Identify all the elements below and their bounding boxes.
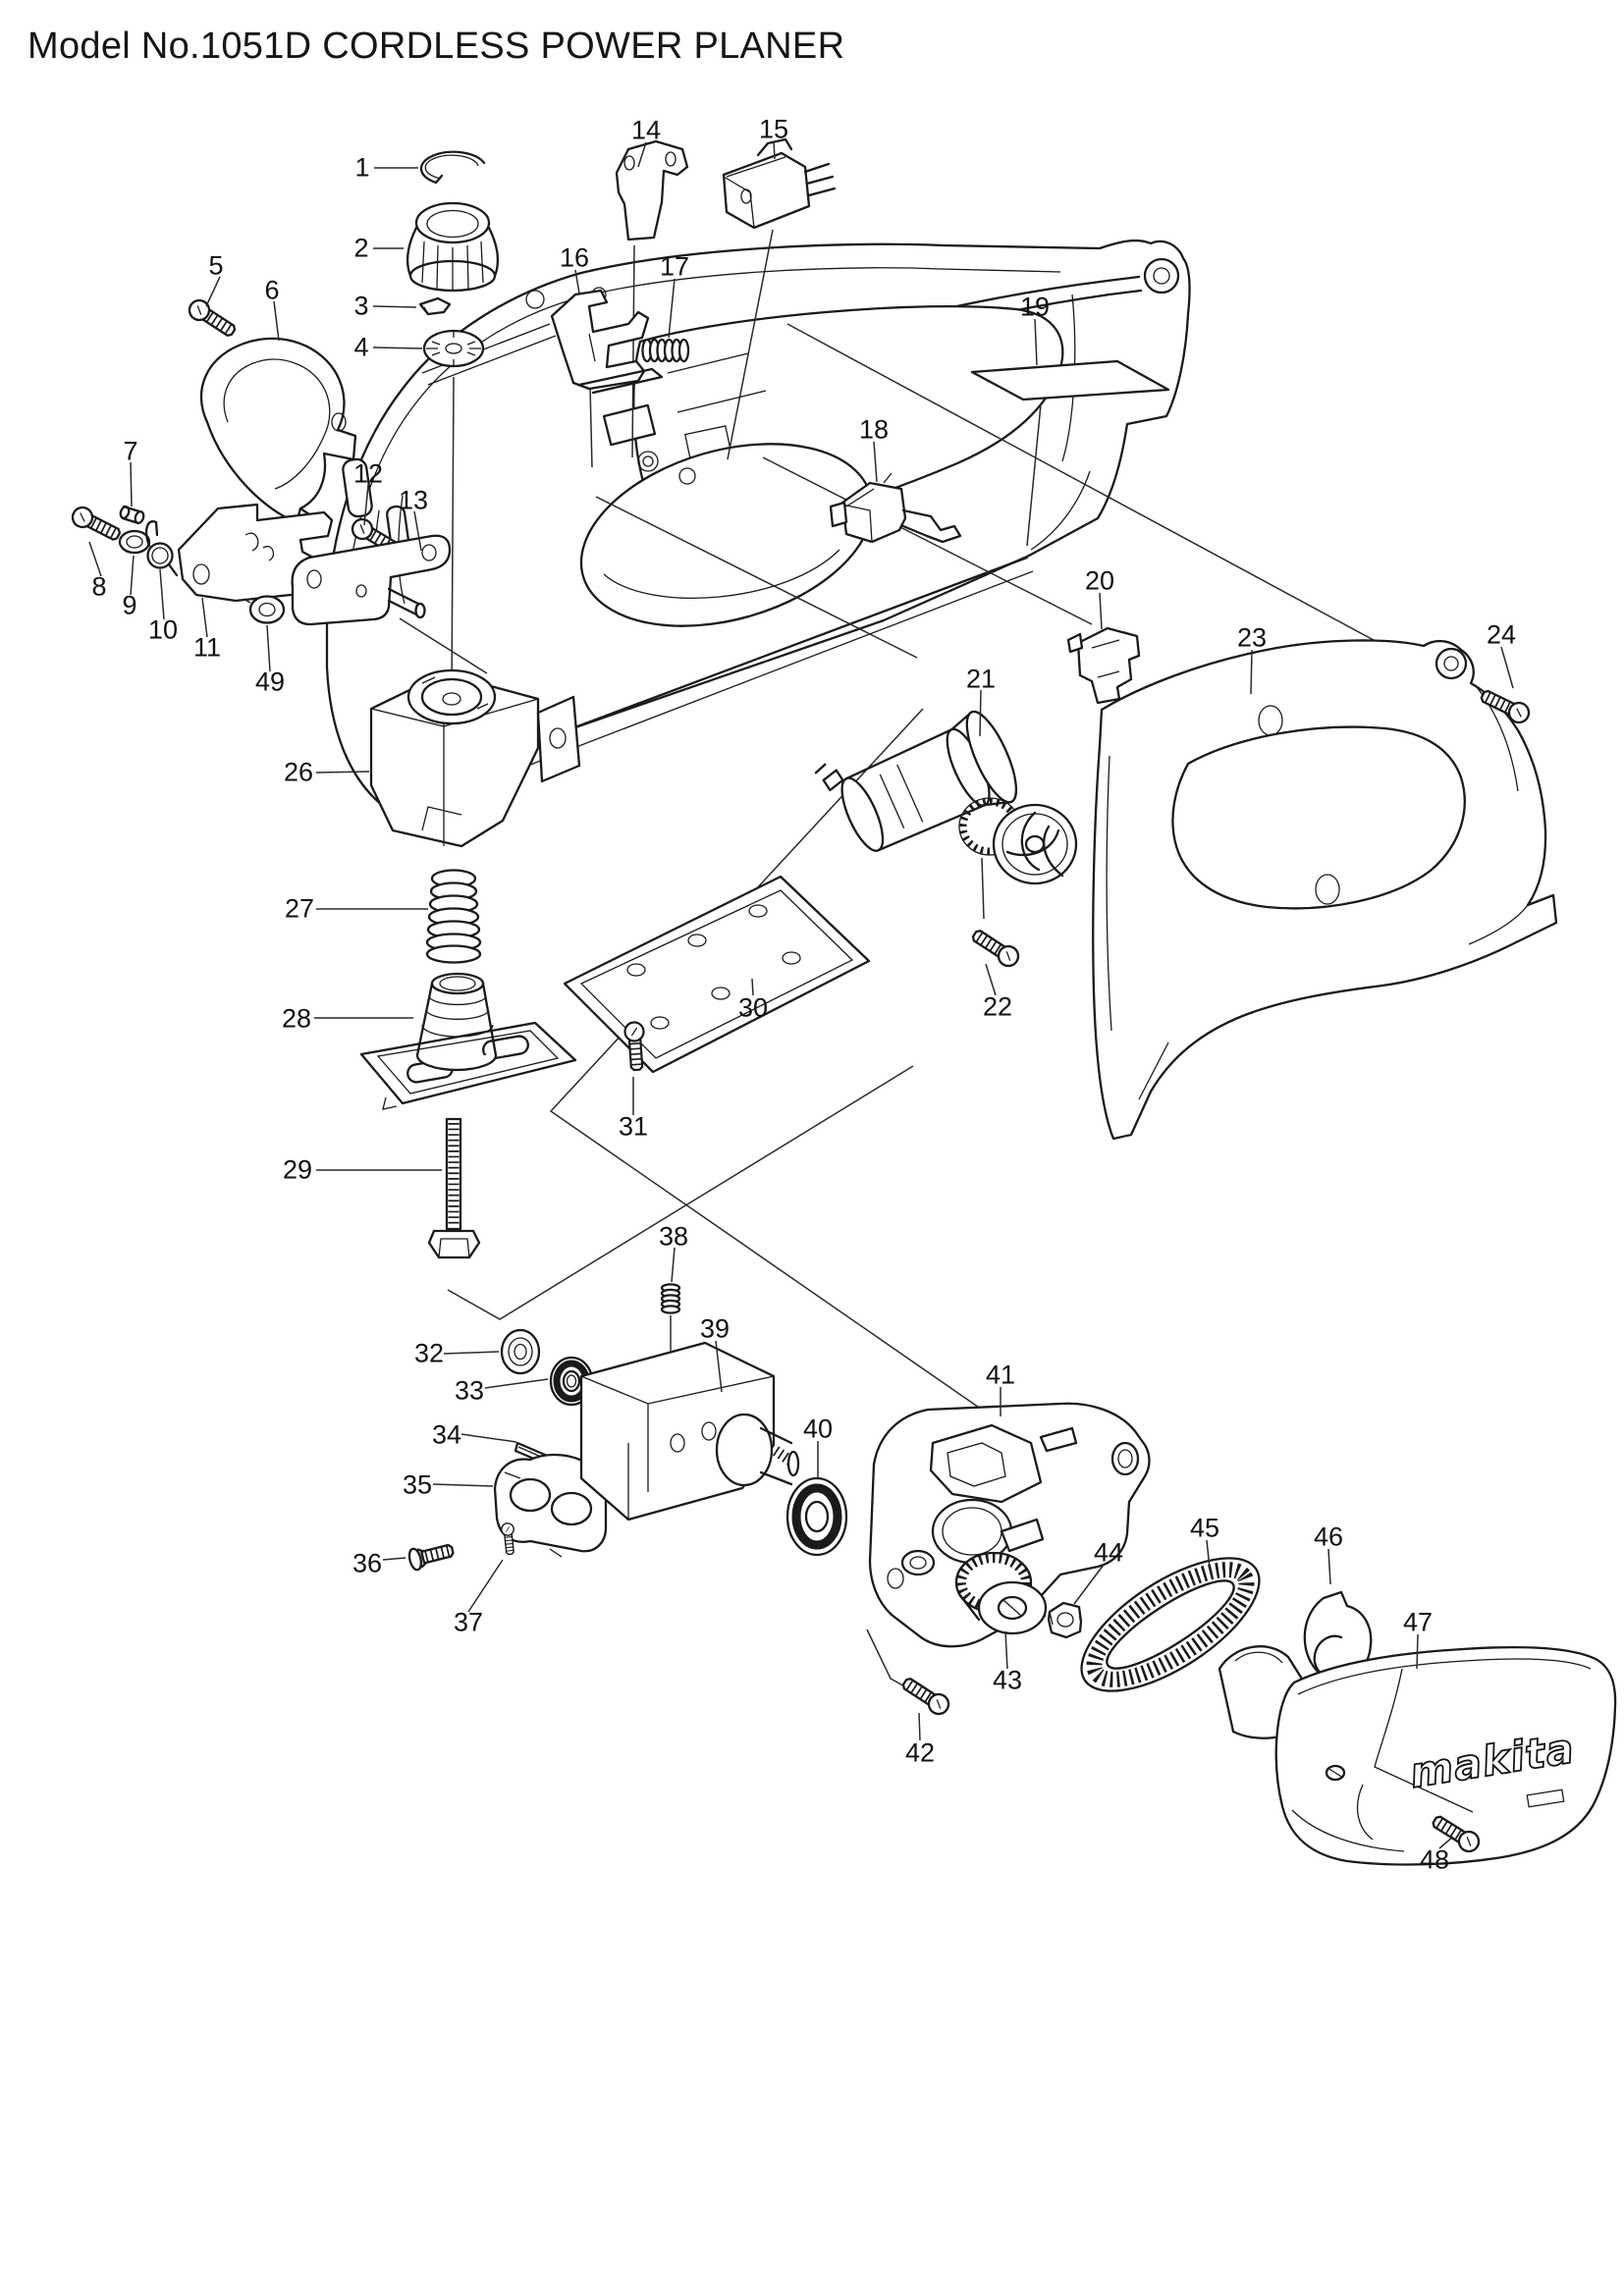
part-32-bearing bbox=[500, 1328, 541, 1375]
part-30-sole-plate bbox=[563, 875, 871, 1074]
part-number-label-27: 27 bbox=[284, 893, 315, 924]
part-number-label-39: 39 bbox=[699, 1313, 731, 1344]
part-number-label-46: 46 bbox=[1313, 1522, 1344, 1552]
part-number-label-32: 32 bbox=[413, 1338, 445, 1368]
part-number-label-43: 43 bbox=[992, 1665, 1023, 1695]
part-3-clip bbox=[418, 296, 452, 316]
part-17-spring bbox=[641, 338, 690, 363]
part-23-handle-cover bbox=[1092, 639, 1558, 1141]
part-number-label-40: 40 bbox=[802, 1414, 834, 1444]
part-number-label-45: 45 bbox=[1189, 1513, 1220, 1543]
part-40-bearing bbox=[785, 1476, 848, 1557]
part-number-label-24: 24 bbox=[1486, 619, 1517, 650]
part-number-label-31: 31 bbox=[618, 1111, 649, 1142]
part-2-knob bbox=[406, 201, 500, 293]
part-number-label-20: 20 bbox=[1084, 565, 1115, 596]
part-number-label-42: 42 bbox=[904, 1737, 936, 1768]
part-number-label-19: 19 bbox=[1019, 292, 1051, 322]
part-number-label-38: 38 bbox=[658, 1221, 689, 1252]
part-18-switch-block bbox=[829, 472, 962, 544]
part-number-label-15: 15 bbox=[758, 114, 789, 144]
part-29-bolt bbox=[427, 1117, 481, 1259]
part-number-label-36: 36 bbox=[352, 1548, 383, 1578]
part-35-clamp-plate bbox=[493, 1453, 608, 1558]
part-8-screw bbox=[70, 505, 124, 545]
part-10-torsion-spring bbox=[145, 520, 179, 577]
part-42-screw bbox=[899, 1674, 952, 1718]
part-39-cutter-drum bbox=[579, 1341, 800, 1522]
part-5-screw bbox=[186, 296, 239, 341]
part-number-label-4: 4 bbox=[353, 332, 369, 362]
part-38-spring bbox=[660, 1283, 681, 1314]
part-number-label-44: 44 bbox=[1093, 1537, 1124, 1568]
part-13-lever-plate bbox=[291, 534, 452, 626]
part-6-front-grip bbox=[199, 337, 357, 524]
part-49-grommet bbox=[248, 595, 286, 624]
part-19-name-plate bbox=[970, 359, 1170, 401]
part-36-screw bbox=[407, 1543, 455, 1572]
part-41-bearing-plate bbox=[868, 1402, 1151, 1648]
part-number-label-8: 8 bbox=[91, 571, 107, 602]
part-number-label-35: 35 bbox=[402, 1469, 433, 1500]
part-number-label-17: 17 bbox=[659, 251, 690, 282]
part-44-nut bbox=[1047, 1601, 1083, 1639]
part-22-screw bbox=[969, 926, 1022, 970]
part-number-label-11: 11 bbox=[192, 632, 222, 663]
part-number-label-21: 21 bbox=[965, 664, 997, 694]
part-number-label-26: 26 bbox=[283, 757, 314, 787]
part-27-spring bbox=[425, 869, 482, 964]
part-9-bushing bbox=[118, 529, 151, 555]
part-28-front-base bbox=[359, 972, 577, 1110]
part-number-label-29: 29 bbox=[282, 1154, 313, 1185]
part-number-label-34: 34 bbox=[431, 1419, 462, 1450]
part-number-label-18: 18 bbox=[858, 414, 890, 445]
part-number-label-5: 5 bbox=[208, 250, 224, 281]
part-number-label-30: 30 bbox=[737, 992, 769, 1023]
part-1-ring bbox=[419, 150, 486, 185]
part-26-foot bbox=[369, 668, 581, 848]
part-7-pin bbox=[119, 505, 145, 525]
part-number-label-16: 16 bbox=[559, 242, 590, 273]
part-number-label-41: 41 bbox=[985, 1360, 1016, 1390]
part-number-label-47: 47 bbox=[1402, 1607, 1434, 1637]
part-number-label-22: 22 bbox=[982, 991, 1013, 1022]
part-number-label-33: 33 bbox=[454, 1375, 485, 1406]
part-number-label-49: 49 bbox=[254, 667, 286, 697]
part-number-label-9: 9 bbox=[122, 590, 137, 620]
part-number-label-3: 3 bbox=[353, 291, 369, 321]
part-number-label-48: 48 bbox=[1419, 1844, 1450, 1875]
part-number-label-28: 28 bbox=[281, 1003, 312, 1034]
part-21-motor bbox=[814, 710, 1078, 885]
part-20-switch-lever bbox=[1066, 626, 1141, 705]
part-43-pulley bbox=[954, 1551, 1048, 1635]
part-45-drive-belt bbox=[1080, 1557, 1261, 1692]
part-47-belt-cover: makita bbox=[1274, 1645, 1617, 1866]
part-15-switch bbox=[722, 137, 837, 230]
part-4-impeller bbox=[422, 329, 485, 368]
part-number-label-14: 14 bbox=[630, 115, 662, 145]
part-number-label-2: 2 bbox=[353, 233, 369, 263]
part-14-bracket bbox=[615, 139, 689, 241]
part-number-label-23: 23 bbox=[1236, 622, 1268, 653]
part-number-label-12: 12 bbox=[352, 458, 384, 489]
part-16-lever bbox=[550, 289, 664, 395]
part-number-label-13: 13 bbox=[398, 485, 429, 515]
part-number-label-37: 37 bbox=[453, 1607, 484, 1637]
page-title: Model No.1051D CORDLESS POWER PLANER bbox=[27, 26, 845, 67]
part-number-label-6: 6 bbox=[264, 275, 280, 305]
part-number-label-7: 7 bbox=[123, 436, 138, 466]
part-number-label-1: 1 bbox=[354, 152, 370, 183]
label-leader-lines bbox=[88, 140, 1514, 1849]
part-number-label-10: 10 bbox=[147, 614, 179, 645]
